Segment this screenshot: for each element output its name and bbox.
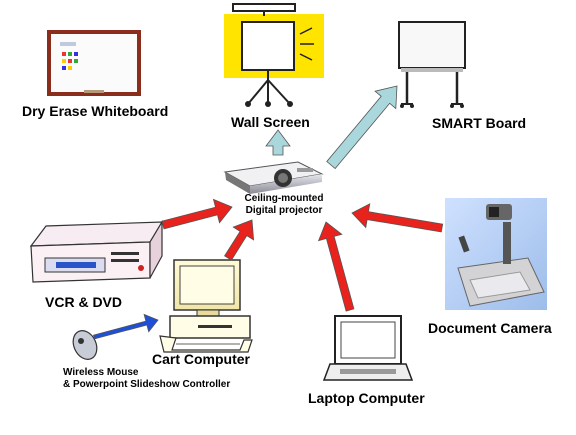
label-projector-line1: Ceiling-mounted [244, 193, 324, 204]
label-wall-screen: Wall Screen [231, 114, 310, 130]
label-smart-board: SMART Board [432, 115, 527, 131]
document-camera-icon [445, 198, 547, 310]
laptop-icon [322, 315, 414, 381]
wireless-mouse-icon [72, 330, 98, 360]
arrows-layer [93, 85, 444, 340]
label-document-camera: Document Camera [428, 320, 552, 336]
arrow-projector-to-smart-board [326, 85, 398, 170]
label-wireless-line2: & Powerpoint Slideshow Controller [63, 379, 231, 390]
arrow-doccam-to-projector [351, 203, 444, 233]
arrow-projector-to-wall-screen [265, 129, 291, 156]
whiteboard-icon [47, 30, 141, 96]
label-projector: Ceiling-mounted Digital projector [236, 193, 332, 217]
arrow-vcr-to-projector [161, 198, 233, 230]
label-laptop-computer: Laptop Computer [308, 390, 425, 406]
cart-computer-icon [159, 259, 253, 353]
label-vcr-dvd: VCR & DVD [45, 294, 123, 310]
projector-icon [223, 161, 324, 194]
vcr-dvd-icon [29, 219, 164, 283]
label-wireless: Wireless Mouse & Powerpoint Slideshow Co… [63, 367, 230, 391]
smart-board-icon [398, 21, 466, 108]
wall-screen-icon [224, 3, 324, 107]
label-projector-line2: Digital projector [245, 205, 323, 216]
arrow-laptop-to-projector [317, 221, 355, 312]
arrow-cart-to-projector [224, 219, 255, 261]
label-cart-computer: Cart Computer [152, 351, 251, 367]
label-wireless-line1: Wireless Mouse [63, 367, 139, 378]
label-dry-erase-whiteboard: Dry Erase Whiteboard [22, 103, 169, 119]
arrow-mouse-to-cart [93, 313, 159, 340]
